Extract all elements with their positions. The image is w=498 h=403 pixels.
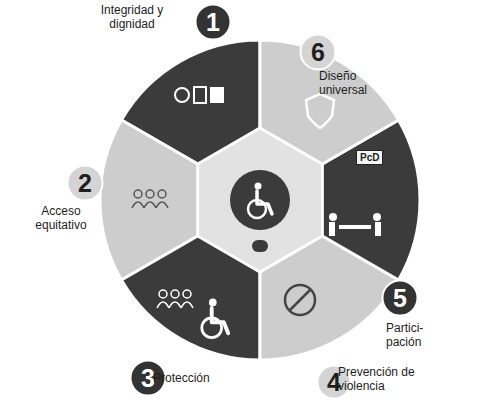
sign-label: PcD bbox=[356, 150, 383, 165]
callout-circle: 1Integridad y dignidad bbox=[194, 3, 232, 41]
callout-circle: 5Partici- pación bbox=[381, 279, 419, 317]
segment-icon bbox=[132, 190, 168, 208]
callout-number: 2 bbox=[66, 164, 104, 202]
segment-label: Prevención de violencia bbox=[338, 366, 416, 394]
callout-circle: 4Prevención de violencia bbox=[316, 364, 352, 400]
callout-circle: 6Diseño universal bbox=[299, 33, 337, 71]
callout-circle: 3Protección bbox=[129, 359, 167, 397]
wheelchair-icon bbox=[248, 183, 272, 219]
center-hexagon bbox=[198, 128, 323, 272]
segment-icon bbox=[306, 94, 334, 128]
callout-number: 1 bbox=[194, 3, 232, 41]
segment-icon bbox=[285, 285, 315, 315]
segment-label: Protección bbox=[153, 372, 233, 386]
alarm-icon bbox=[252, 240, 268, 252]
segment-label: Diseño universal bbox=[319, 70, 387, 98]
segment-label: Partici- pación bbox=[386, 322, 438, 350]
segment-label: Integridad y dignidad bbox=[87, 4, 177, 32]
wheelchair-icon bbox=[202, 299, 228, 338]
callout-circle: 2Acceso equitativo bbox=[66, 164, 104, 202]
segment-icon bbox=[175, 87, 224, 103]
center-circle bbox=[230, 170, 290, 230]
segment-label: Acceso equitativo bbox=[21, 205, 101, 233]
segment-icon bbox=[157, 290, 193, 308]
callout-number: 5 bbox=[381, 279, 419, 317]
callout-number: 6 bbox=[299, 33, 337, 71]
segment-icon bbox=[329, 213, 381, 236]
